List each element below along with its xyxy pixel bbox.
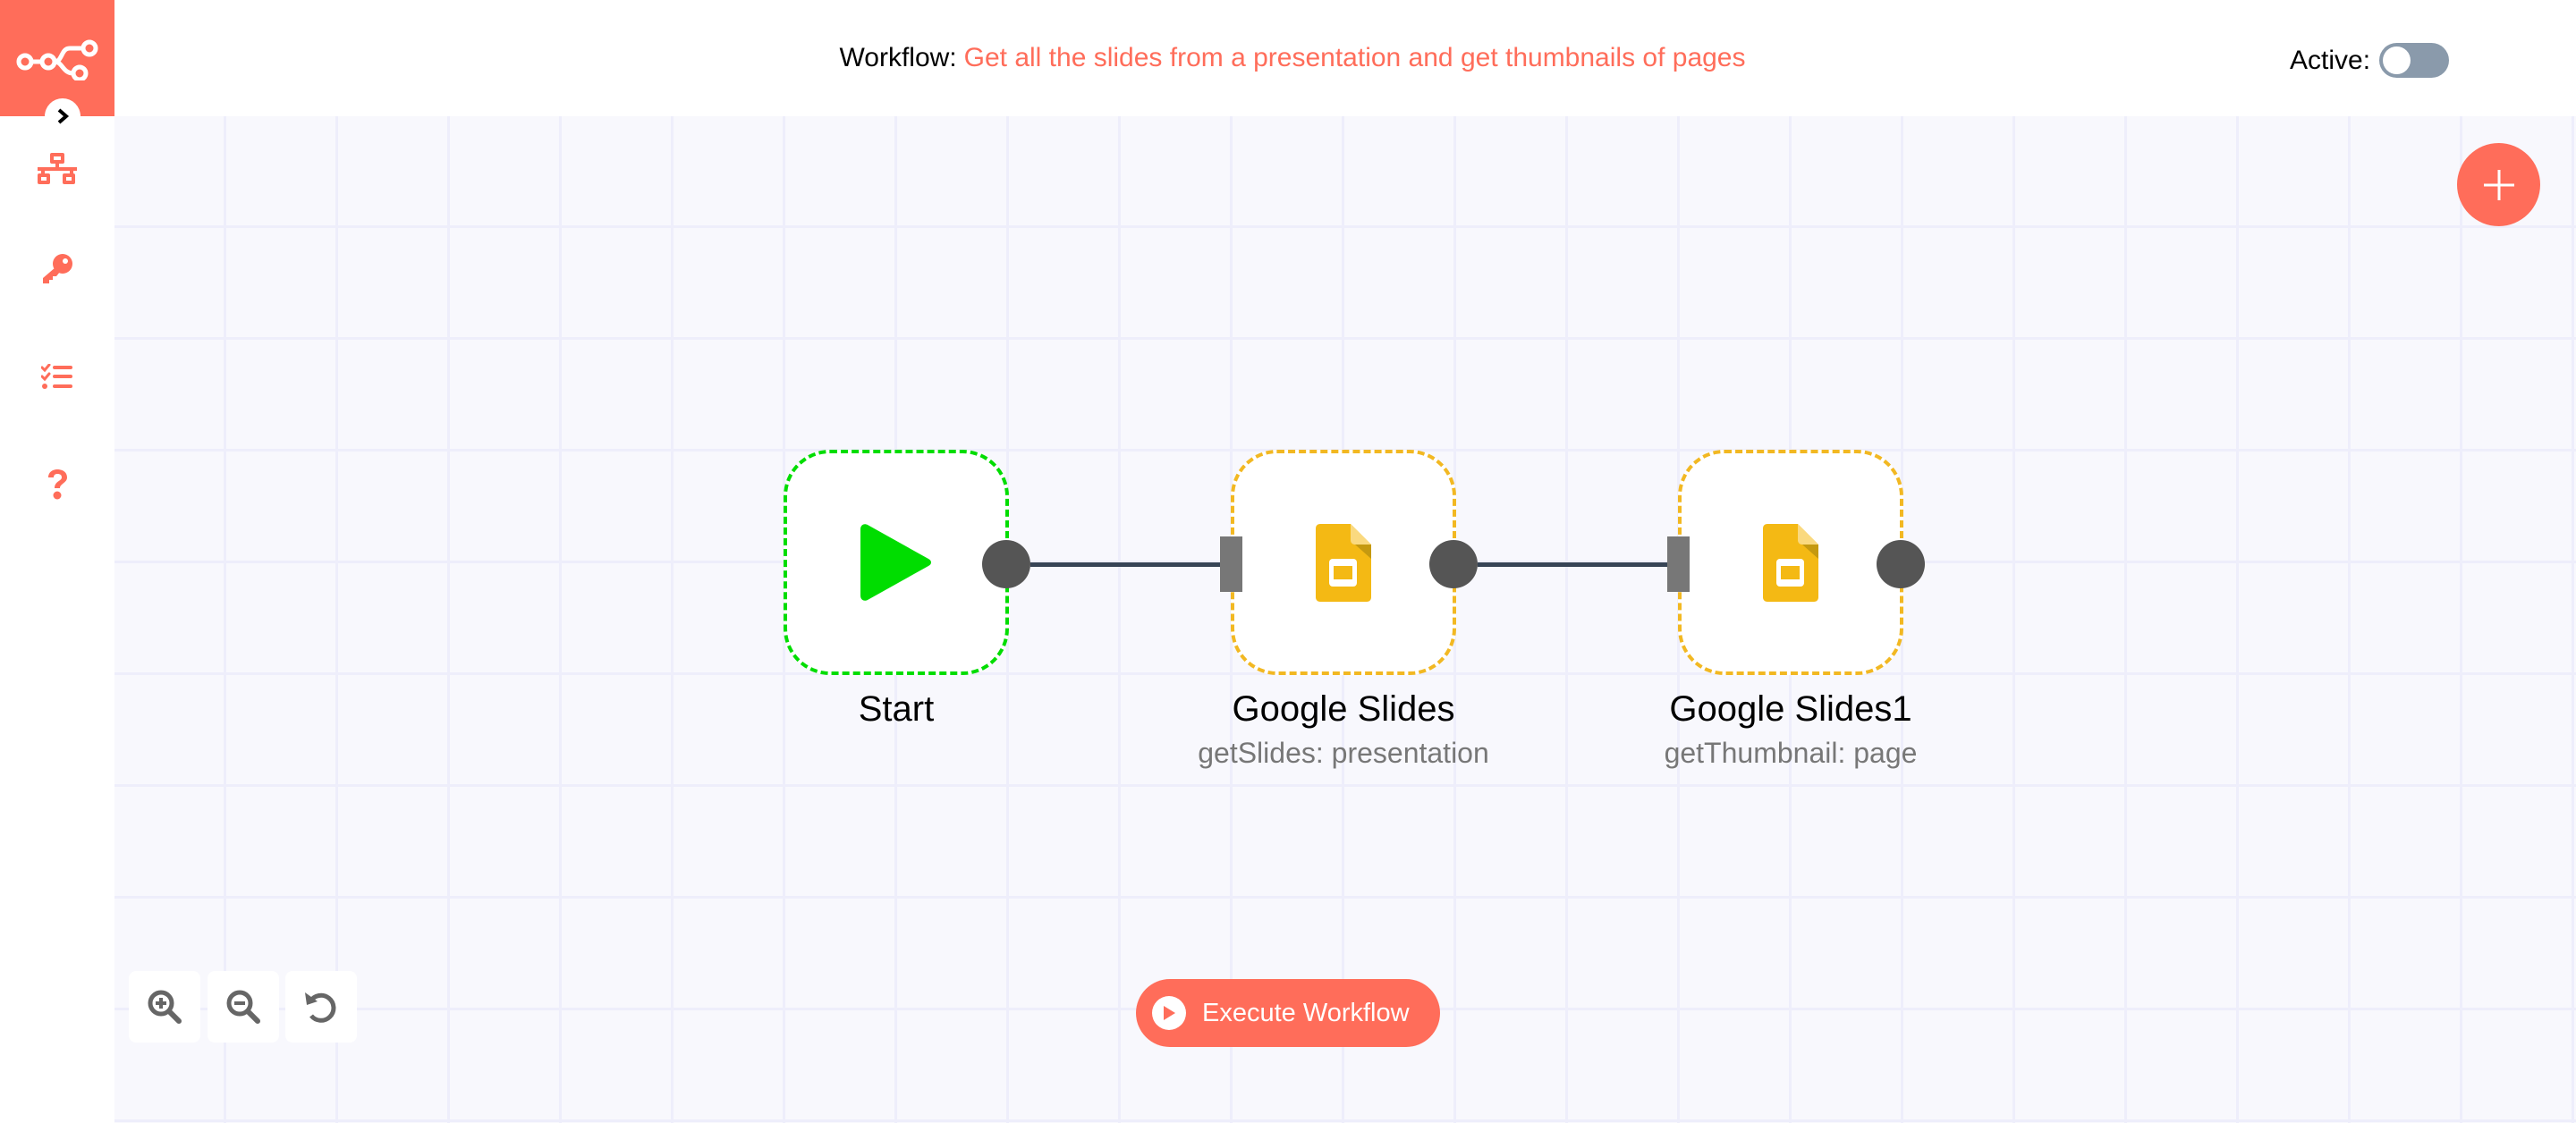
workflow-name[interactable]: Get all the slides from a presentation a… [963, 43, 1746, 72]
node-google-slides-output[interactable] [1429, 540, 1478, 588]
node-start-output[interactable] [982, 540, 1030, 588]
node-google-slides[interactable] [1231, 450, 1456, 675]
zoom-out-button[interactable] [208, 971, 279, 1043]
n8n-logo-icon [16, 39, 98, 80]
workflow-title: Workflow: Get all the slides from a pres… [0, 0, 2576, 116]
connection-start-to-google-slides[interactable] [1030, 562, 1220, 567]
node-title: Google Slides [1232, 689, 1455, 729]
toggle-knob [2383, 46, 2411, 74]
sidebar-collapse-button[interactable] [45, 98, 80, 134]
play-circle-icon [1152, 996, 1186, 1030]
chevron-right-icon [57, 108, 70, 124]
sidebar-item-help[interactable] [30, 458, 84, 511]
tasks-list-icon [41, 364, 72, 389]
node-title: Google Slides1 [1669, 689, 1912, 729]
zoom-out-icon [226, 990, 260, 1024]
top-bar: Workflow: Get all the slides from a pres… [0, 0, 2576, 116]
active-toggle[interactable] [2379, 43, 2450, 78]
sidebar [0, 116, 114, 1123]
sidebar-item-workflows[interactable] [30, 142, 84, 196]
active-label: Active: [2290, 45, 2371, 75]
sidebar-item-credentials[interactable] [30, 242, 84, 296]
node-google-slides1-output[interactable] [1877, 540, 1925, 588]
question-icon [48, 469, 67, 500]
node-google-slides-input[interactable] [1220, 536, 1242, 592]
execute-workflow-label: Execute Workflow [1202, 998, 1410, 1027]
node-start-label: Start [673, 683, 1120, 735]
add-node-button[interactable] [2457, 143, 2540, 226]
zoom-in-icon [148, 990, 182, 1024]
key-icon [43, 254, 72, 283]
node-subtitle: getSlides: presentation [1198, 737, 1489, 769]
active-control: Active: [2290, 40, 2450, 80]
node-google-slides1[interactable] [1678, 450, 1903, 675]
reset-zoom-button[interactable] [285, 971, 357, 1043]
connection-google-slides-to-google-slides1[interactable] [1478, 562, 1667, 567]
plus-icon [2483, 169, 2514, 200]
execute-workflow-button[interactable]: Execute Workflow [1136, 979, 1440, 1047]
workflow-label: Workflow: [839, 43, 957, 72]
reset-zoom-icon [305, 992, 336, 1023]
zoom-in-button[interactable] [129, 971, 200, 1043]
google-slides-icon [1316, 523, 1371, 602]
node-start[interactable] [784, 450, 1009, 675]
node-google-slides-label: Google Slides getSlides: presentation [1120, 683, 1567, 771]
node-subtitle: getThumbnail: page [1664, 737, 1918, 769]
google-slides-icon [1763, 523, 1818, 602]
node-google-slides1-label: Google Slides1 getThumbnail: page [1567, 683, 2014, 771]
network-icon [38, 153, 77, 184]
n8n-logo[interactable] [0, 0, 114, 116]
play-icon [860, 524, 931, 601]
sidebar-item-executions[interactable] [30, 350, 84, 404]
node-title: Start [858, 689, 935, 729]
workflow-canvas[interactable] [114, 116, 2576, 1123]
node-google-slides1-input[interactable] [1667, 536, 1690, 592]
